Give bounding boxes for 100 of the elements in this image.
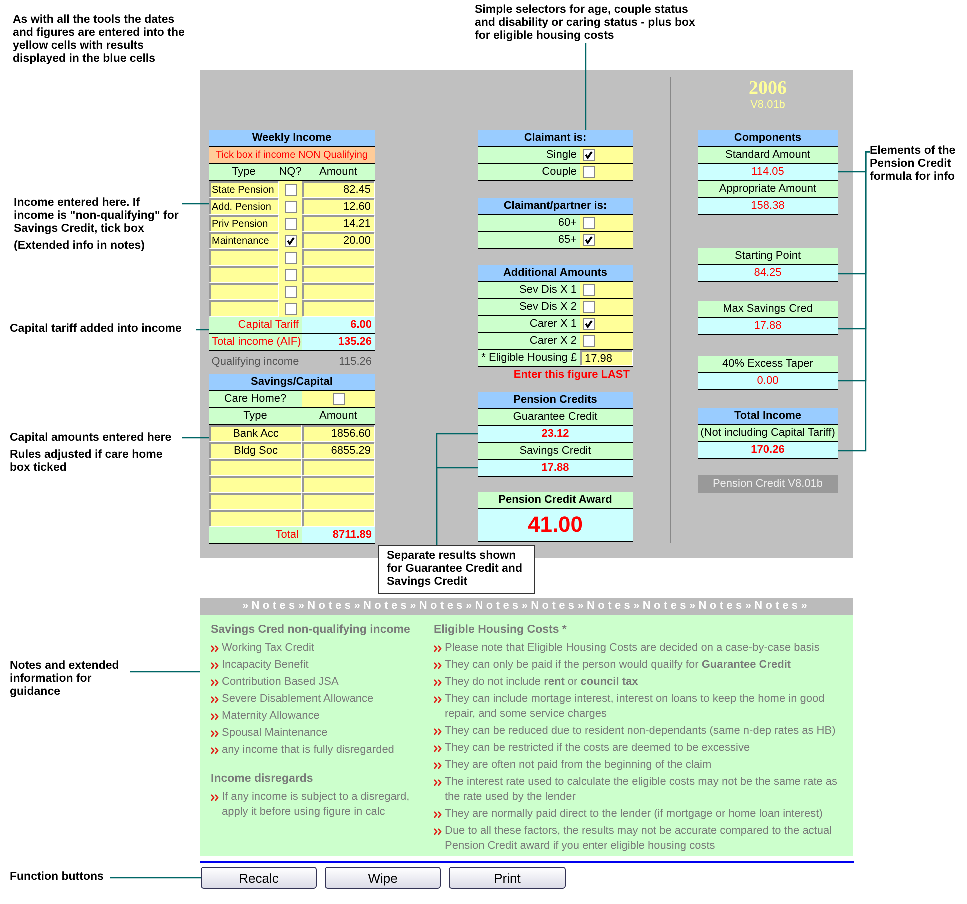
row-label: Total income (AIF) xyxy=(209,334,302,350)
note-item: Contribution Based JSA xyxy=(222,675,339,690)
row-label: Amount xyxy=(302,164,375,180)
note-item: They can be reduced due to resident non-dependants (same n-dep rates as HB) xyxy=(445,724,836,739)
note-item: Working Tax Credit xyxy=(222,641,315,656)
note-heading: Eligible Housing Costs * xyxy=(434,623,568,638)
annotation-note: As with all the tools the dates and figures are entered into the yellow cells with results displayed in the blue cells xyxy=(13,14,186,66)
table-header: Additional Amounts xyxy=(478,265,633,281)
instruction-banner: Tick box if income NON Qualifying xyxy=(209,147,375,163)
input-field: Maintenance xyxy=(209,232,279,249)
row-label: Single xyxy=(478,147,580,163)
annotation-text: Capital tariff added into income xyxy=(10,323,196,336)
result-value: 8711.89 xyxy=(302,527,375,543)
table-panel xyxy=(698,356,838,390)
table-header: Claimant/partner is: xyxy=(478,198,633,214)
input-field: Bldg Soc xyxy=(209,442,302,459)
table-panel xyxy=(698,248,838,282)
note-item: Maternity Allowance xyxy=(222,709,320,724)
function-button: Print xyxy=(449,867,566,889)
note-item: They are often not paid from the beginning of the claim xyxy=(445,758,712,773)
note-item: any income that is fully disregarded xyxy=(222,743,394,758)
table-panel xyxy=(478,492,633,542)
row-label: Capital Tariff xyxy=(209,317,302,333)
leader-line xyxy=(436,467,478,545)
input-field: 12.60 xyxy=(302,198,375,215)
row-label: Sev Dis X 1 xyxy=(478,282,580,298)
annotation-text: Simple selectors for age, couple status and disability or caring status - plus box for eligible housing costs xyxy=(475,4,710,43)
summary-value: 115.26 xyxy=(338,355,373,370)
row-label: Sev Dis X 2 xyxy=(478,299,580,315)
note-item: They can include mortage interest, interest on loans to keep the home in good repair, and some service charges xyxy=(445,692,826,722)
summary-label: Qualifying income xyxy=(210,355,300,370)
row-label: Total xyxy=(209,527,302,543)
note-heading: Income disregards xyxy=(211,772,314,787)
leader-line xyxy=(838,151,870,452)
annotation-text: Elements of the Pension Credit formula for info xyxy=(870,145,964,184)
note-item: Please note that Eligible Housing Costs are decided on a case-by-case basis xyxy=(445,641,820,656)
result-value: 6.00 xyxy=(302,317,375,333)
note-item: They can only be paid if the person would quailfy for Guarantee Credit xyxy=(445,658,792,673)
function-button: Wipe xyxy=(325,867,441,889)
result-value: 23.12 xyxy=(478,426,633,442)
note-item: They do not include rent or council tax xyxy=(445,675,638,690)
annotation-text: Income entered here. If income is "non-qualifying" for Savings Credit, tick box xyxy=(14,197,180,236)
table-panel xyxy=(209,374,375,544)
table-panel xyxy=(698,130,838,215)
leader-line xyxy=(110,877,201,879)
annotation-text: Notes and extended information for guidance xyxy=(10,660,130,699)
row-label: Max Savings Cred xyxy=(698,301,838,317)
version-label: Pension Credit V8.01b xyxy=(698,475,838,493)
row-label: NQ? xyxy=(279,164,302,180)
annotation-text: Capital amounts entered here xyxy=(10,432,173,445)
input-field: 20.00 xyxy=(302,232,375,249)
row-label: (Not including Capital Tariff) xyxy=(698,425,838,441)
row-label: Care Home? xyxy=(209,391,302,407)
version-label: V8.01b xyxy=(750,99,786,111)
row-label: Starting Point xyxy=(698,248,838,264)
warning-text: Enter this figure LAST xyxy=(512,368,631,383)
result-value: 170.26 xyxy=(698,442,838,458)
input-field: State Pension xyxy=(209,181,279,198)
leader-line xyxy=(130,671,200,673)
note-item: They are normally paid direct to the lender (if mortgage or home loan interest) xyxy=(445,807,823,822)
row-label: Carer X 1 xyxy=(478,316,580,332)
annotation-text: Function buttons xyxy=(10,871,110,884)
row-label: Pension Credit Award xyxy=(478,492,633,508)
table-panel xyxy=(478,392,633,477)
annotation-text: (Extended info in notes) xyxy=(14,240,146,253)
note-item: Incapacity Benefit xyxy=(222,658,309,673)
leader-line xyxy=(585,43,587,130)
note-item: Spousal Maintenance xyxy=(222,726,328,741)
note-item: Severe Disablement Allowance xyxy=(222,692,374,707)
result-value: 0.00 xyxy=(698,373,838,389)
row-label: * Eligible Housing £ xyxy=(478,350,580,366)
input-field: 82.45 xyxy=(302,181,375,198)
row-label: 40% Excess Taper xyxy=(698,356,838,372)
leader-line xyxy=(196,329,209,331)
function-button: Recalc xyxy=(201,867,317,889)
note-item: They can be restricted if the costs are deemed to be excessive xyxy=(445,741,750,756)
note-heading: Savings Cred non-qualifying income xyxy=(211,623,412,638)
row-label: Carer X 2 xyxy=(478,333,580,349)
result-value: 84.25 xyxy=(698,265,838,281)
table-panel xyxy=(698,408,838,459)
row-label: Couple xyxy=(478,164,580,180)
table-header: Savings/Capital xyxy=(209,374,375,390)
input-field: Priv Pension xyxy=(209,215,279,232)
table-panel xyxy=(698,301,838,335)
result-value: 114.05 xyxy=(698,164,838,180)
row-label: Standard Amount xyxy=(698,147,838,163)
table-header: Total Income xyxy=(698,408,838,424)
row-label: Type xyxy=(209,408,302,424)
notes-panel xyxy=(200,598,853,856)
result-value: 135.26 xyxy=(302,334,375,350)
table-header: Pension Credits xyxy=(478,392,633,408)
notes-header-band: »Notes»Notes»Notes»Notes»Notes»Notes»Notes»Notes»Notes»Notes» xyxy=(200,598,853,615)
result-value: 158.38 xyxy=(698,198,838,214)
annotation-text: Rules adjusted if care home box ticked xyxy=(10,449,164,475)
table-header: Weekly Income xyxy=(209,130,375,146)
input-field: 6855.29 xyxy=(302,442,375,459)
input-field: 14.21 xyxy=(302,215,375,232)
row-label: Type xyxy=(209,164,279,180)
table-header: Components xyxy=(698,130,838,146)
input-field: 17.98 xyxy=(580,350,633,366)
